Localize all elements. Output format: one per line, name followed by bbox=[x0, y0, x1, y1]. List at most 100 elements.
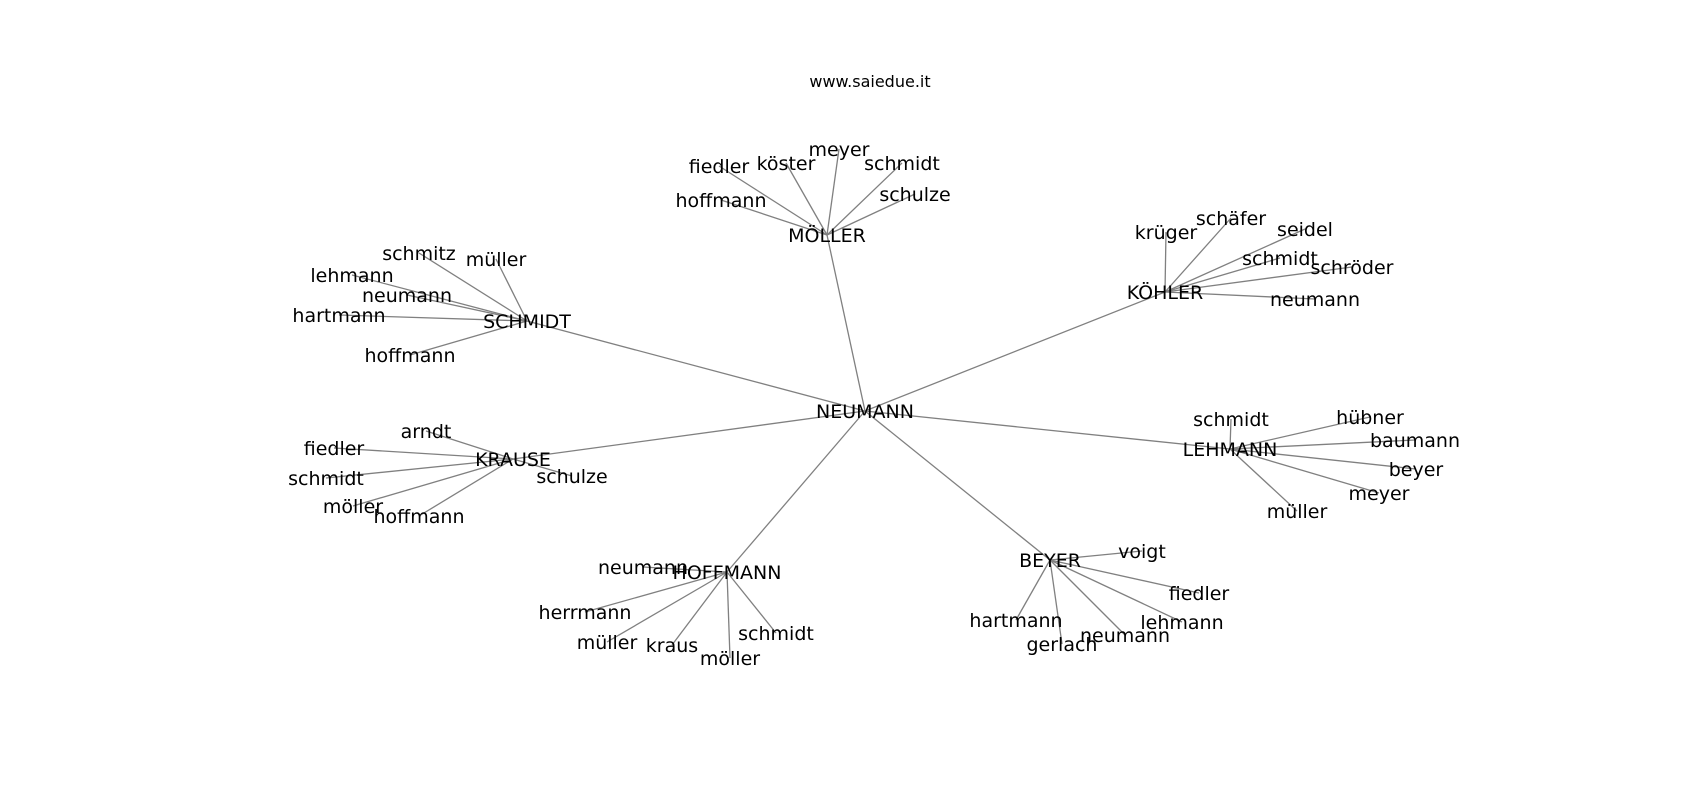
node-leaf-krause-moeller: möller bbox=[323, 496, 383, 518]
node-hub-moller: MÖLLER bbox=[788, 224, 866, 247]
node-leaf-kohler-neumann: neumann bbox=[1270, 289, 1360, 311]
edge-beyer-lehmann bbox=[1049, 559, 1183, 623]
edge-kohler-schmidt bbox=[1164, 257, 1281, 293]
edge-moller-hoffmann bbox=[720, 199, 828, 236]
node-leaf-hoffmann-moeller: möller bbox=[700, 648, 760, 670]
edge-moller-meyer bbox=[826, 148, 840, 236]
node-leaf-hoffmann-schmidt: schmidt bbox=[738, 623, 814, 645]
node-leaf-hoffmann-herrmann: herrmann bbox=[539, 602, 632, 624]
node-leaf-moller-schmidt: schmidt bbox=[864, 153, 940, 175]
edge-kohler-seidel bbox=[1164, 228, 1306, 293]
edge-krause-hoffmann bbox=[418, 458, 514, 517]
node-leaf-krause-schulze: schulze bbox=[536, 466, 607, 488]
node-leaf-schmidt-neumann: neumann bbox=[362, 285, 452, 307]
node-leaf-krause-arndt: arndt bbox=[401, 421, 452, 443]
edge-hoffmann-moeller bbox=[726, 571, 731, 659]
node-leaf-kohler-krueger: krüger bbox=[1135, 222, 1198, 244]
edge-moller-fiedler bbox=[718, 165, 828, 236]
node-leaf-krause-schmidt: schmidt bbox=[288, 468, 364, 490]
edge-center-moller bbox=[826, 234, 866, 412]
node-hub-beyer: BEYER bbox=[1019, 550, 1081, 572]
node-leaf-lehmann-schmidt: schmidt bbox=[1193, 409, 1269, 431]
node-leaf-schmidt-mueller: müller bbox=[466, 249, 527, 271]
edge-moller-schmidt bbox=[826, 162, 903, 236]
edge-lehmann-schmidt bbox=[1229, 418, 1232, 450]
edge-krause-fiedler bbox=[333, 447, 514, 460]
node-leaf-beyer-gerlach: gerlach bbox=[1027, 634, 1098, 656]
edge-schmidt-hoffmann bbox=[409, 320, 528, 356]
edge-beyer-neumann bbox=[1049, 559, 1126, 636]
edge-schmidt-hartmann bbox=[338, 314, 528, 322]
edge-schmidt-schmitz bbox=[418, 252, 528, 322]
edge-lehmann-huebner bbox=[1229, 416, 1371, 450]
node-leaf-schmidt-schmitz: schmitz bbox=[382, 243, 456, 265]
node-leaf-lehmann-meyer: meyer bbox=[1349, 483, 1410, 505]
edge-hoffmann-herrmann bbox=[584, 571, 728, 613]
node-leaf-kohler-schroeder: schröder bbox=[1311, 257, 1394, 279]
node-hub-hoffmann: HOFFMANN bbox=[673, 562, 782, 584]
edge-krause-arndt bbox=[425, 430, 514, 460]
edge-center-lehmann bbox=[864, 410, 1231, 450]
node-leaf-schmidt-lehmann: lehmann bbox=[310, 265, 393, 287]
edge-hoffmann-neumann bbox=[642, 566, 728, 573]
edge-kohler-krueger bbox=[1164, 231, 1167, 293]
node-leaf-krause-hoffmann: hoffmann bbox=[374, 506, 465, 528]
node-leaf-beyer-fiedler: fiedler bbox=[1169, 583, 1230, 605]
node-leaf-lehmann-baumann: baumann bbox=[1370, 430, 1460, 452]
edge-center-hoffmann bbox=[726, 410, 866, 573]
edge-lehmann-beyer bbox=[1229, 448, 1417, 470]
edge-beyer-gerlach bbox=[1049, 559, 1063, 645]
edge-beyer-fiedler bbox=[1049, 559, 1200, 594]
edge-beyer-hartmann bbox=[1015, 559, 1051, 621]
node-leaf-lehmann-beyer: beyer bbox=[1389, 459, 1444, 481]
edge-krause-schmidt bbox=[325, 458, 514, 479]
node-leaf-hoffmann-kraus: kraus bbox=[646, 635, 698, 657]
page-title: www.saiedue.it bbox=[809, 72, 930, 91]
edge-hoffmann-mueller bbox=[606, 571, 728, 643]
node-hub-schmidt: SCHMIDT bbox=[483, 311, 571, 333]
node-leaf-beyer-neumann: neumann bbox=[1080, 625, 1170, 647]
edge-hoffmann-schmidt bbox=[726, 571, 777, 634]
node-leaf-lehmann-mueller: müller bbox=[1267, 501, 1328, 523]
edge-center-kohler bbox=[864, 291, 1166, 412]
edge-beyer-voigt bbox=[1049, 550, 1143, 561]
node-leaf-moller-koester: köster bbox=[757, 153, 816, 175]
node-leaf-beyer-hartmann: hartmann bbox=[969, 610, 1062, 632]
node-hub-lehmann: LEHMANN bbox=[1183, 439, 1278, 461]
node-hub-kohler: KÖHLER bbox=[1127, 281, 1203, 304]
edge-lehmann-baumann bbox=[1229, 439, 1416, 450]
node-hub-krause: KRAUSE bbox=[475, 449, 551, 471]
edge-lehmann-mueller bbox=[1229, 448, 1298, 512]
edge-center-schmidt bbox=[526, 320, 866, 412]
node-leaf-schmidt-hoffmann: hoffmann bbox=[365, 345, 456, 367]
edge-schmidt-lehmann bbox=[351, 274, 528, 322]
edge-kohler-schaefer bbox=[1164, 217, 1232, 293]
node-leaf-kohler-seidel: seidel bbox=[1277, 219, 1333, 241]
node-leaf-hoffmann-neumann: neumann bbox=[598, 557, 688, 579]
edge-center-beyer bbox=[864, 410, 1051, 561]
edge-krause-moeller bbox=[352, 458, 514, 507]
node-leaf-beyer-lehmann: lehmann bbox=[1140, 612, 1223, 634]
node-leaf-moller-fiedler: fiedler bbox=[689, 156, 750, 178]
node-leaf-moller-schulze: schulze bbox=[879, 184, 950, 206]
edge-layer bbox=[325, 148, 1417, 659]
edge-schmidt-neumann bbox=[406, 294, 528, 322]
edge-moller-koester bbox=[785, 162, 828, 236]
edge-schmidt-mueller bbox=[495, 258, 528, 322]
node-leaf-krause-fiedler: fiedler bbox=[304, 438, 365, 460]
node-leaf-beyer-voigt: voigt bbox=[1118, 541, 1166, 563]
edge-hoffmann-kraus bbox=[671, 571, 728, 646]
edge-center-krause bbox=[512, 410, 866, 460]
node-leaf-hoffmann-mueller: müller bbox=[577, 632, 638, 654]
node-leaf-kohler-schaefer: schäfer bbox=[1196, 208, 1266, 230]
edge-kohler-schroeder bbox=[1164, 266, 1353, 293]
node-leaf-lehmann-huebner: hübner bbox=[1336, 407, 1404, 429]
node-center-neumann: NEUMANN bbox=[816, 401, 914, 423]
node-leaf-kohler-schmidt: schmidt bbox=[1242, 248, 1318, 270]
node-leaf-schmidt-hartmann: hartmann bbox=[292, 305, 385, 327]
edge-moller-schulze bbox=[826, 193, 916, 236]
node-leaf-moller-hoffmann: hoffmann bbox=[676, 190, 767, 212]
node-leaf-moller-meyer: meyer bbox=[809, 139, 870, 161]
